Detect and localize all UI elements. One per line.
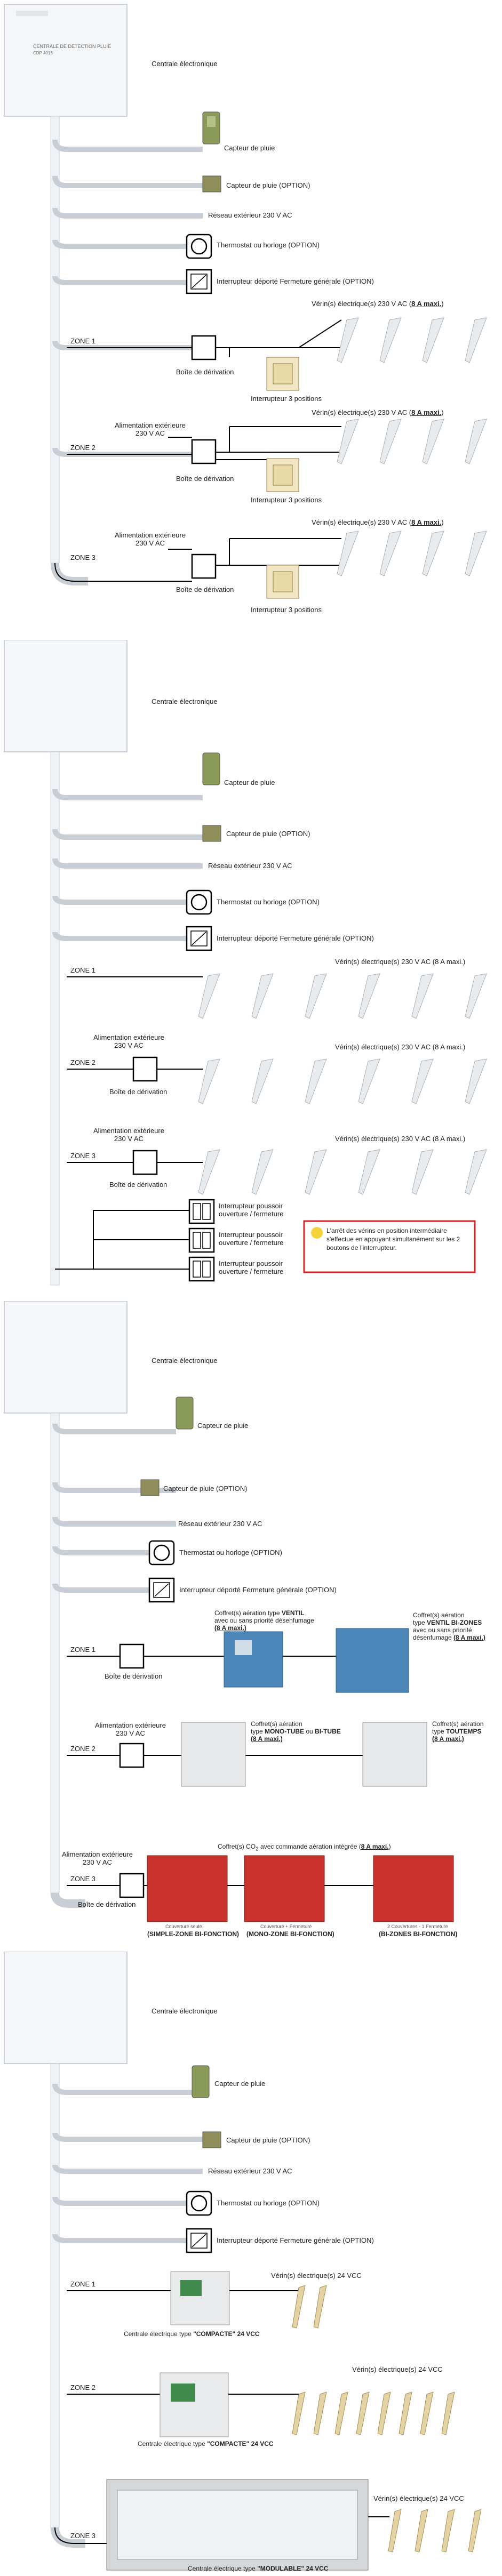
co2-caption-1: Couverture seule <box>165 1924 202 1929</box>
centrale-label: Centrale électronique <box>152 1357 218 1365</box>
centrale-label: Centrale électronique <box>152 60 218 68</box>
interrupteur-label: Interrupteur déporté Fermeture générale … <box>217 2236 374 2244</box>
diagram-2-wiring <box>4 640 487 1286</box>
capteur-label: Capteur de pluie <box>197 1422 249 1430</box>
thermostat-label: Thermostat ou horloge (OPTION) <box>179 1548 282 1556</box>
verins24-label-z2: Vérin(s) électrique(s) 24 VCC <box>352 2365 443 2373</box>
inter3-label-z1: Interrupteur 3 positions <box>251 395 322 403</box>
diagram-3-wiring <box>4 1301 454 1922</box>
co2-caption-3: 2 Couvertures - 1 Fermeture <box>387 1924 448 1929</box>
device-title: CENTRALE DE DETECTION PLUIE <box>33 44 111 49</box>
co2-type-1: (SIMPLE-ZONE BI-FONCTION) <box>147 1930 239 1938</box>
interrupteur-label: Interrupteur déporté Fermeture générale … <box>179 1586 337 1594</box>
boite-label-z3: Boîte de dérivation <box>176 585 234 593</box>
centrale-label: Centrale électronique <box>152 2007 218 2015</box>
interrupteur-label: Interrupteur déporté Fermeture générale … <box>217 934 374 942</box>
zone-1-label: ZONE 1 <box>70 966 95 974</box>
boite-label-z1: Boîte de dérivation <box>176 368 234 376</box>
note-text: L'arrêt des vérins en position intermédi… <box>326 1227 460 1251</box>
compacte-label-z2: Centrale électrique type "COMPACTE" 24 V… <box>138 2440 274 2447</box>
thermostat-label: Thermostat ou horloge (OPTION) <box>217 2199 320 2207</box>
verins-label-z2: Vérin(s) électrique(s) 230 V AC (8 A max… <box>312 408 444 416</box>
zone-3-label: ZONE 3 <box>70 2532 95 2540</box>
zone-1-label: ZONE 1 <box>70 337 95 345</box>
reseau-label: Réseau extérieur 230 V AC <box>208 862 292 870</box>
verins-label-z1: Vérin(s) électrique(s) 230 V AC (8 A max… <box>312 300 444 308</box>
boite-label-z3: Boîte de dérivation <box>109 1181 168 1189</box>
co2-type-3: (BI-ZONES BI-FONCTION) <box>379 1930 458 1938</box>
capteur-label: Capteur de pluie <box>214 2080 266 2088</box>
boite-label-z3: Boîte de dérivation <box>78 1900 136 1908</box>
capteur-label: Capteur de pluie <box>224 144 275 152</box>
boite-label-z1: Boîte de dérivation <box>105 1672 163 1680</box>
reseau-label: Réseau extérieur 230 V AC <box>178 1520 262 1528</box>
co2-label: Coffret(s) CO2 avec commande aération in… <box>218 1843 391 1852</box>
boite-label-z2: Boîte de dérivation <box>109 1088 168 1096</box>
verins24-label-z3: Vérin(s) électrique(s) 24 VCC <box>373 2494 464 2502</box>
modulable-label: Centrale électrique type "MODULABLE" 24 … <box>188 2565 329 2572</box>
zone-3-label: ZONE 3 <box>70 553 95 561</box>
verins24-label-z1: Vérin(s) électrique(s) 24 VCC <box>271 2272 362 2280</box>
verins-label-z3: Vérin(s) électrique(s) 230 V AC (8 A max… <box>312 518 444 526</box>
inter3-label-z3: Interrupteur 3 positions <box>251 606 322 614</box>
capteur-option-label: Capteur de pluie (OPTION) <box>163 1484 248 1492</box>
capteur-option-label: Capteur de pluie (OPTION) <box>226 830 310 838</box>
thermostat-label: Thermostat ou horloge (OPTION) <box>217 898 320 906</box>
verins-label-z2: Vérin(s) électrique(s) 230 V AC (8 A max… <box>335 1043 466 1051</box>
co2-caption-2: Couverture + Fermeture <box>260 1924 312 1929</box>
centrale-label: Centrale électronique <box>152 697 218 705</box>
diagram-1-verins-230v-inter-3-positions: CENTRALE DE DETECTION PLUIE CDP 4013 Cen… <box>0 0 502 629</box>
capteur-option-label: Capteur de pluie (OPTION) <box>226 181 310 189</box>
co2-type-2: (MONO-ZONE BI-FONCTION) <box>246 1930 334 1938</box>
zone-1-label: ZONE 1 <box>70 1646 95 1654</box>
reseau-label: Réseau extérieur 230 V AC <box>208 211 292 219</box>
zone-1-label: ZONE 1 <box>70 2280 95 2288</box>
zone-2-label: ZONE 2 <box>70 2384 95 2392</box>
diagram-4-wiring <box>4 1952 482 2571</box>
diagram-3-coffrets-aeration: Centrale électronique Capteur de pluie C… <box>0 1301 502 1941</box>
zone-2-label: ZONE 2 <box>70 1058 95 1066</box>
diagram-4-centrales-24vcc: Centrale électronique Capteur de pluie C… <box>0 1952 502 2576</box>
zone-2-label: ZONE 2 <box>70 1745 95 1753</box>
verins-label-z3: Vérin(s) électrique(s) 230 V AC (8 A max… <box>335 1135 466 1143</box>
device-model: CDP 4013 <box>33 51 53 55</box>
capteur-label: Capteur de pluie <box>224 779 275 787</box>
interrupteur-label: Interrupteur déporté Fermeture générale … <box>217 277 374 285</box>
compacte-label-z1: Centrale électrique type "COMPACTE" 24 V… <box>124 2330 260 2338</box>
inter3-label-z2: Interrupteur 3 positions <box>251 496 322 504</box>
thermostat-label: Thermostat ou horloge (OPTION) <box>217 241 320 249</box>
verins-label-z1: Vérin(s) électrique(s) 230 V AC (8 A max… <box>335 958 466 966</box>
boite-label-z2: Boîte de dérivation <box>176 475 234 483</box>
diagram-2-interrupteurs-poussoirs: Centrale électronique Capteur de pluie C… <box>0 640 502 1290</box>
diagram-1-wiring: CENTRALE DE DETECTION PLUIE CDP 4013 <box>4 4 487 599</box>
zone-3-label: ZONE 3 <box>70 1875 95 1883</box>
reseau-label: Réseau extérieur 230 V AC <box>208 2167 292 2175</box>
zone-2-label: ZONE 2 <box>70 444 95 452</box>
capteur-option-label: Capteur de pluie (OPTION) <box>226 2136 310 2144</box>
zone-3-label: ZONE 3 <box>70 1152 95 1160</box>
